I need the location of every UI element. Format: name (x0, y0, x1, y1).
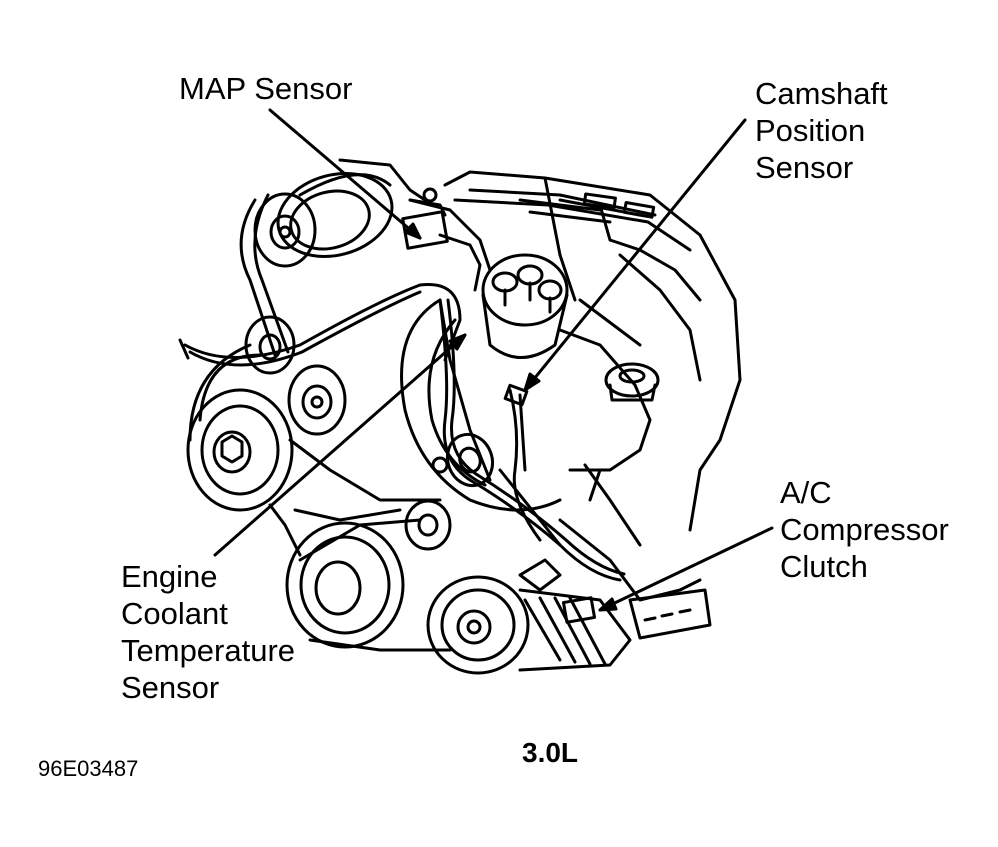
leader-map-arrow (403, 222, 422, 240)
map-sensor-assembly (401, 187, 482, 292)
distributor (481, 253, 569, 359)
leader-camshaft (523, 118, 747, 392)
leader-coolant (213, 333, 467, 557)
label-coolant-line-3: Temperature (121, 633, 296, 668)
label-camshaft-line-1: Camshaft (755, 76, 888, 111)
leader-map-sensor (268, 108, 422, 240)
leader-ac-arrow (598, 597, 618, 612)
label-ac-compressor-clutch: A/C Compressor Clutch (780, 474, 949, 585)
figure-code: 96E03487 (38, 756, 139, 781)
label-ac-line-3: Clutch (780, 549, 868, 584)
leader-camshaft-arrow (523, 372, 541, 392)
leader-ac-clutch (598, 526, 774, 612)
label-coolant-line-1: Engine (121, 559, 218, 594)
label-ac-line-1: A/C (780, 475, 832, 510)
label-ac-line-2: Compressor (780, 512, 949, 547)
label-camshaft-position-sensor: Camshaft Position Sensor (755, 75, 888, 186)
label-engine-coolant-temperature-sensor: Engine Coolant Temperature Sensor (121, 558, 295, 706)
leader-coolant-arrow (448, 333, 467, 351)
label-camshaft-line-2: Position (755, 113, 866, 148)
label-map-sensor-line: MAP Sensor (179, 71, 353, 106)
label-coolant-line-4: Sensor (121, 670, 220, 705)
crank-pulleys (285, 499, 632, 675)
label-camshaft-line-3: Sensor (755, 150, 854, 185)
engine-caption: 3.0L (522, 737, 579, 768)
label-map-sensor: MAP Sensor (179, 70, 352, 107)
leader-lines (213, 108, 774, 612)
label-coolant-line-2: Coolant (121, 596, 228, 631)
wiring-harness (178, 282, 626, 624)
